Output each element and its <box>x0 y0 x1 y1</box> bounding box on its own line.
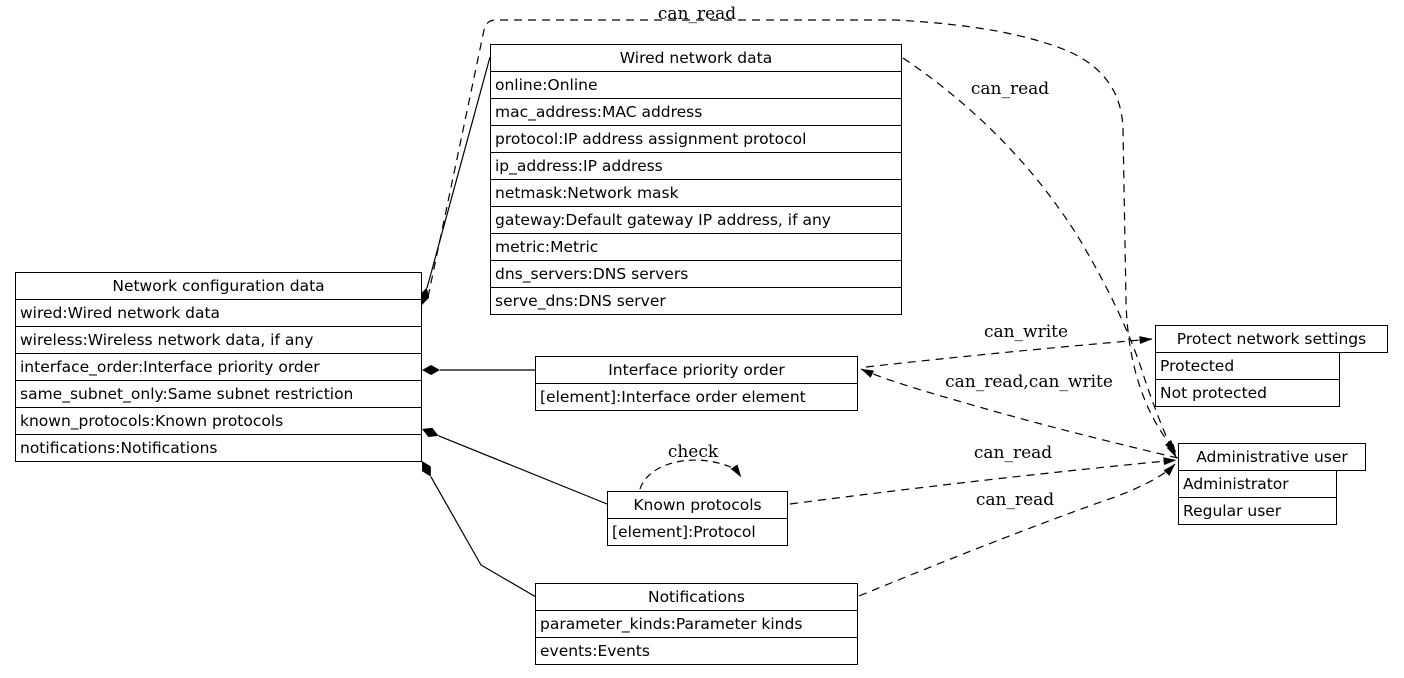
node-known-protocols: Known protocols [element]:Protocol <box>607 491 788 546</box>
edge-label-can-read-known: can_read <box>973 443 1053 463</box>
attribute-row: gateway:Default gateway IP address, if a… <box>490 206 902 234</box>
attribute-row: online:Online <box>490 71 902 99</box>
edge-check-self-loop <box>639 459 742 490</box>
edge-label-can-read-notifications: can_read <box>975 490 1055 510</box>
attribute-row: ip_address:IP address <box>490 152 902 180</box>
attribute-row: dns_servers:DNS servers <box>490 260 902 288</box>
edge-label-can-read-can-write: can_read,can_write <box>945 372 1113 392</box>
edge-label-can-read-wired: can_read <box>970 79 1050 99</box>
node-interface-priority-order: Interface priority order [element]:Inter… <box>535 356 858 411</box>
composition-edge-known-protocols <box>422 427 608 505</box>
node-title: Interface priority order <box>535 356 858 384</box>
attribute-row: [element]:Interface order element <box>535 383 858 411</box>
attribute-row: interface_order:Interface priority order <box>15 353 422 381</box>
node-title: Network configuration data <box>15 272 422 300</box>
node-title: Notifications <box>535 583 858 611</box>
attribute-row: same_subnet_only:Same subnet restriction <box>15 380 422 408</box>
node-title: Protect network settings <box>1155 325 1388 353</box>
composition-edge-interface-order <box>422 365 535 375</box>
edge-known-can-read-admin <box>789 457 1177 505</box>
composition-edge-notifications <box>422 461 537 598</box>
enum-value-row: Administrator <box>1178 470 1337 498</box>
enum-value-row: Not protected <box>1155 379 1340 407</box>
attribute-row: notifications:Notifications <box>15 434 422 462</box>
edge-can-write-protect <box>865 336 1153 368</box>
attribute-row: serve_dns:DNS server <box>490 287 902 315</box>
composition-edge-wired <box>419 56 491 305</box>
attribute-row: wireless:Wireless network data, if any <box>15 326 422 354</box>
attribute-row: wired:Wired network data <box>15 299 422 327</box>
enum-value-row: Regular user <box>1178 497 1337 525</box>
node-protect-network-settings: Protect network settings Protected Not p… <box>1155 325 1388 407</box>
node-administrative-user: Administrative user Administrator Regula… <box>1178 443 1366 525</box>
attribute-row: netmask:Network mask <box>490 179 902 207</box>
attribute-row: [element]:Protocol <box>607 518 788 546</box>
edge-can-read-can-write-interface-order <box>860 368 1179 459</box>
node-title: Administrative user <box>1178 443 1366 471</box>
edge-label-check: check <box>667 442 719 462</box>
node-network-configuration-data: Network configuration data wired:Wired n… <box>15 272 422 462</box>
edge-notifications-can-read-admin <box>858 463 1176 597</box>
attribute-row: metric:Metric <box>490 233 902 261</box>
attribute-row: protocol:IP address assignment protocol <box>490 125 902 153</box>
node-title: Wired network data <box>490 44 902 72</box>
edge-wired-can-read-admin <box>902 57 1177 458</box>
attribute-row: known_protocols:Known protocols <box>15 407 422 435</box>
node-notifications: Notifications parameter_kinds:Parameter … <box>535 583 858 665</box>
attribute-row: events:Events <box>535 637 858 665</box>
node-title: Known protocols <box>607 491 788 519</box>
node-wired-network-data: Wired network data online:Online mac_add… <box>490 44 902 315</box>
enum-value-row: Protected <box>1155 352 1340 380</box>
edge-label-can-write: can_write <box>983 322 1069 342</box>
attribute-row: mac_address:MAC address <box>490 98 902 126</box>
edge-label-can-read-top: can_read <box>657 4 737 24</box>
attribute-row: parameter_kinds:Parameter kinds <box>535 610 858 638</box>
